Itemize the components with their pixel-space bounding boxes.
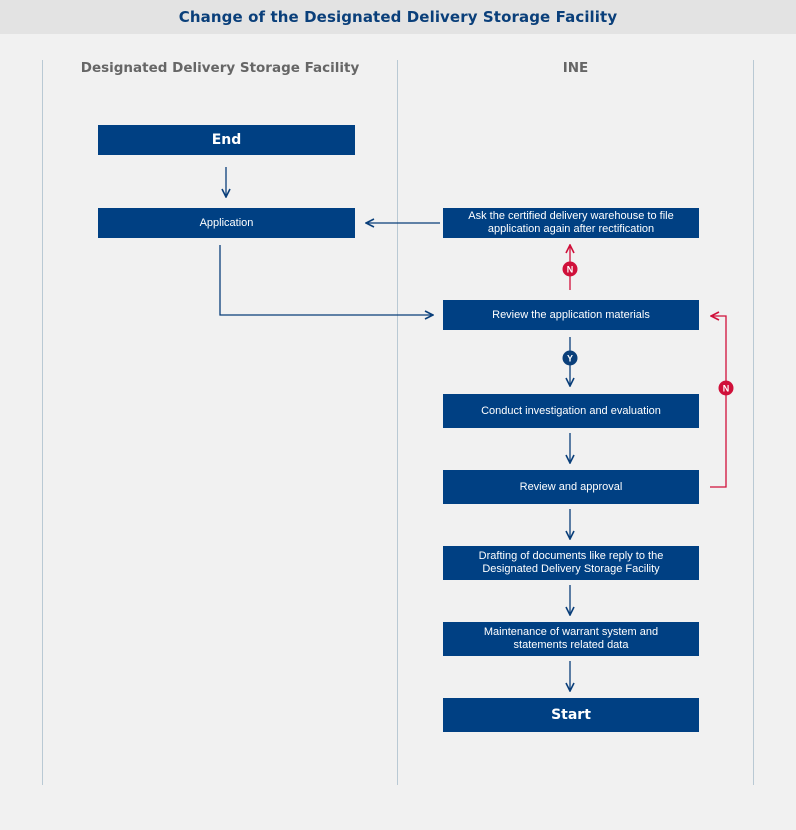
lane-divider-right — [753, 60, 754, 785]
step-application: Application — [98, 208, 355, 238]
diagram-title: Change of the Designated Delivery Storag… — [178, 8, 618, 26]
arrow-application-to-review — [219, 245, 433, 315]
svg-text:Y: Y — [567, 354, 573, 364]
step-drafting: Drafting of documents like reply to the … — [443, 546, 699, 580]
step-ask-again: Ask the certified delivery warehouse to … — [443, 208, 699, 238]
step-start: Start — [443, 698, 699, 732]
lane-divider-left — [42, 60, 43, 785]
step-review-approval: Review and approval — [443, 470, 699, 504]
decision-no-badge: N — [562, 261, 578, 277]
step-end: End — [98, 125, 355, 155]
step-investigation: Conduct investigation and evaluation — [443, 394, 699, 428]
lane-divider-middle — [397, 60, 398, 785]
svg-text:N: N — [723, 384, 730, 394]
decision-no-badge-approval: N — [718, 380, 734, 396]
arrow-approval-to-review — [710, 316, 727, 488]
step-review-materials: Review the application materials — [443, 300, 699, 330]
step-maintenance: Maintenance of warrant system and statem… — [443, 622, 699, 656]
svg-text:N: N — [567, 265, 574, 275]
lane-header-facility: Designated Delivery Storage Facility — [80, 60, 360, 76]
decision-yes-badge: Y — [562, 350, 578, 366]
lane-header-ine: INE — [562, 60, 589, 76]
title-bar: Change of the Designated Delivery Storag… — [0, 0, 796, 34]
